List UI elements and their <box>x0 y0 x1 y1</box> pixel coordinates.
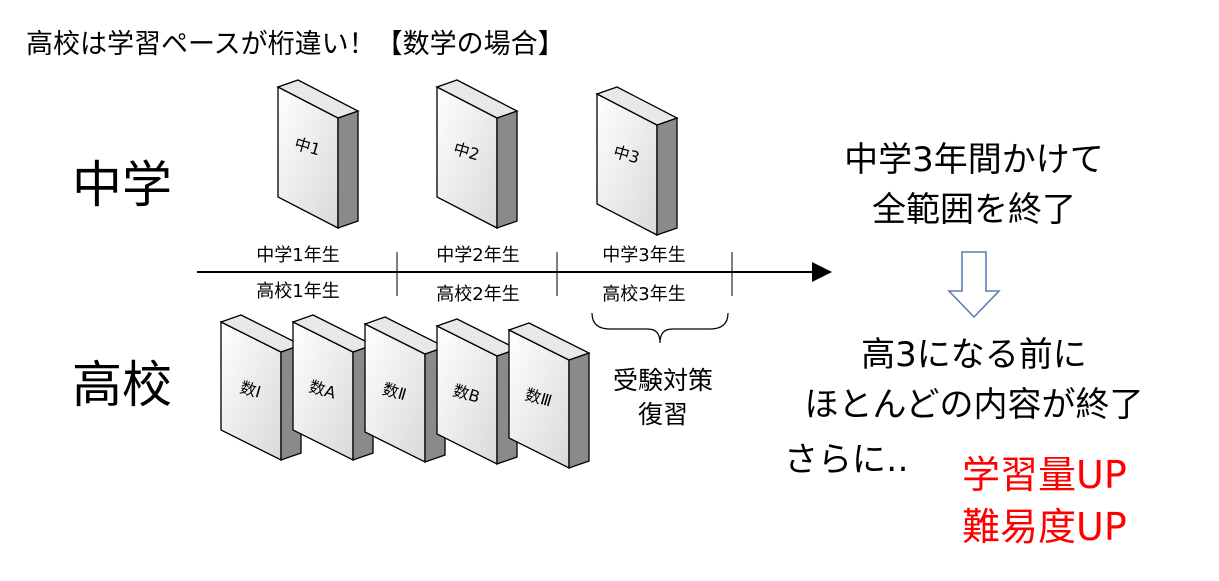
junior-high-label: 中学 <box>72 156 172 214</box>
jh-book-2: 中2 <box>435 79 519 230</box>
brace <box>591 312 729 344</box>
right-text-line4: ほとんどの内容が終了 <box>804 385 1144 425</box>
right-text-line3: 高3になる前に <box>861 335 1087 375</box>
hs-book-5: 数Ⅲ <box>507 322 591 470</box>
hs-book-3: 数Ⅱ <box>363 316 447 464</box>
grade-jh-1: 中学1年生 <box>256 245 339 266</box>
high-school-label: 高校 <box>72 356 172 414</box>
hs-book-1: 数Ⅰ <box>219 314 303 462</box>
jh-book-3: 中3 <box>595 86 679 237</box>
right-text-line1: 中学3年間かけて <box>844 140 1104 180</box>
grade-hs-1: 高校1年生 <box>256 281 339 302</box>
prep-note-line2: 復習 <box>637 400 688 429</box>
grade-jh-3: 中学3年生 <box>602 245 685 266</box>
hs-book-2: 数A <box>291 314 375 462</box>
prep-note: 受験対策 復習 <box>598 364 728 432</box>
prep-note-line1: 受験対策 <box>612 366 713 395</box>
hs-book-4: 数B <box>435 318 519 466</box>
page-title: 高校は学習ペースが桁違い！【数学の場合】 <box>26 29 565 60</box>
right-text-line2: 全範囲を終了 <box>872 190 1076 230</box>
grade-hs-3: 高校3年生 <box>602 284 685 305</box>
hs-book-label: 数Ⅰ <box>238 378 263 402</box>
highlight-volume-up: 学習量UP <box>962 453 1127 497</box>
grade-jh-2: 中学2年生 <box>436 245 519 266</box>
jh-book-1: 中1 <box>276 79 360 230</box>
grade-hs-2: 高校2年生 <box>436 284 519 305</box>
highlight-difficulty-up: 難易度UP <box>962 505 1127 549</box>
down-arrow-icon <box>947 251 1001 319</box>
furthermore-text: さらに‥ <box>784 440 909 480</box>
